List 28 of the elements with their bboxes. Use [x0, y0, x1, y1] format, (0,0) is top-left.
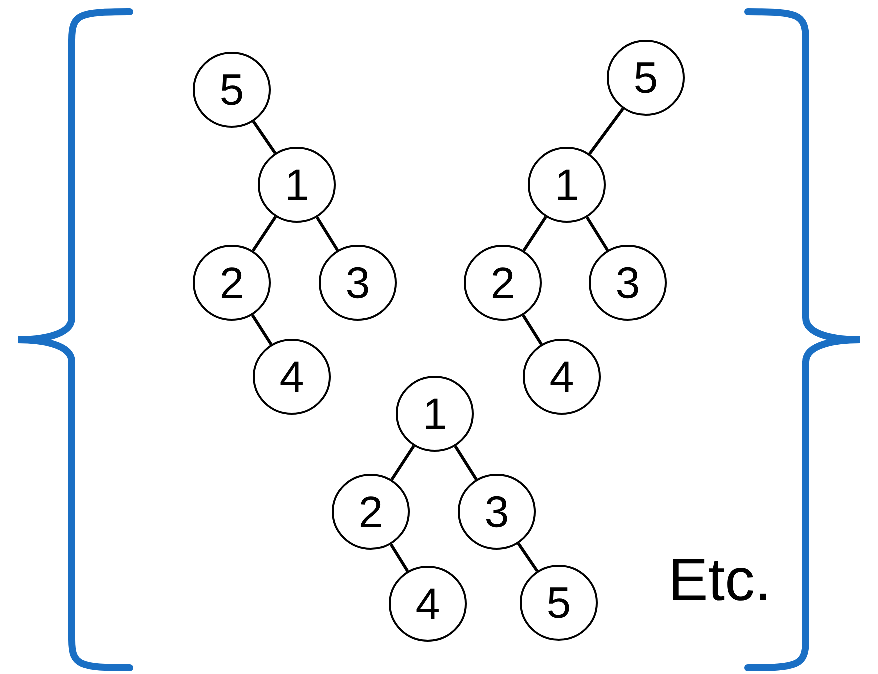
tree-edge — [390, 544, 410, 572]
tree-node: 2 — [332, 474, 410, 550]
tree-node: 1 — [528, 147, 606, 223]
tree-edge — [586, 216, 610, 252]
tree-edge — [522, 314, 543, 346]
tree-edge — [522, 216, 548, 252]
tree-node: 5 — [607, 40, 685, 116]
tree-node: 3 — [319, 245, 397, 321]
tree-edge — [588, 108, 624, 156]
tree-node: 1 — [258, 147, 336, 223]
tree-edge — [454, 446, 478, 480]
tree-node: 5 — [520, 565, 598, 641]
tree-node: 3 — [458, 474, 536, 550]
note-text: Etc. — [673, 559, 766, 601]
tree-node: 5 — [193, 52, 271, 128]
tree-node: 4 — [523, 339, 601, 415]
tree-edge — [390, 445, 416, 481]
tree-edge — [251, 314, 273, 346]
tree-node: 4 — [253, 339, 331, 415]
tree-edge — [252, 216, 278, 252]
tree-edge — [252, 120, 277, 154]
tree-node: 2 — [464, 245, 542, 321]
tree-edge — [517, 542, 539, 572]
tree-node: 1 — [396, 376, 474, 452]
tree-edge — [316, 216, 340, 252]
tree-node: 4 — [389, 566, 467, 642]
tree-node: 2 — [193, 245, 271, 321]
tree-node: 3 — [589, 245, 667, 321]
